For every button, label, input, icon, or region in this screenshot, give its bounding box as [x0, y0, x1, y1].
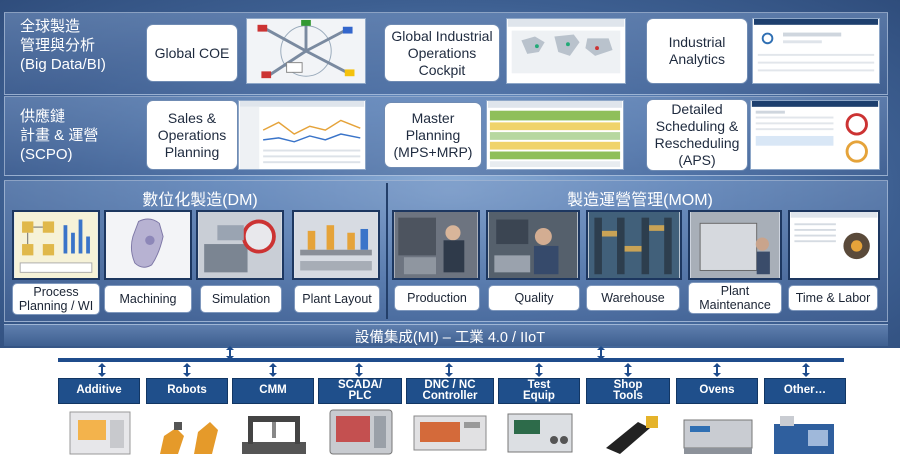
global-cockpit-label: Global Industrial Operations Cockpit [384, 24, 500, 82]
simulation-image [196, 210, 284, 280]
dm-header: 數位化製造(DM) [142, 192, 258, 209]
machining-label: Machining [104, 285, 192, 313]
master-planning-image [486, 100, 624, 170]
device-cmm: CMM [232, 378, 314, 404]
device-arrow-dnc [445, 363, 453, 377]
device-ovens: Ovens [676, 378, 758, 404]
plant-maintenance-image [688, 210, 782, 280]
scada-panel-image [324, 406, 398, 458]
nc-controller-image [410, 406, 490, 458]
sop-image [238, 100, 366, 170]
device-arrow-additive [98, 363, 106, 377]
quality-image [486, 210, 580, 280]
device-arrow-robots [183, 363, 191, 377]
time-labor-image [788, 210, 880, 280]
industrial-oven-image [680, 406, 756, 458]
device-arrow-ovens [713, 363, 721, 377]
plant-layout-image [292, 210, 380, 280]
device-additive: Additive [58, 378, 140, 404]
shop-tools-image [592, 406, 668, 458]
integration-bus [58, 358, 844, 362]
cmm-machine-image [236, 406, 312, 458]
test-equipment-image [502, 406, 578, 458]
device-arrow-test [535, 363, 543, 377]
global-coe-image [246, 18, 366, 84]
device-other: Other… [764, 378, 846, 404]
device-robots: Robots [146, 378, 228, 404]
device-arrow-cmm [269, 363, 277, 377]
aps-image [750, 100, 880, 170]
device-test-equip: Test Equip [498, 378, 580, 404]
simulation-label: Simulation [200, 285, 282, 313]
global-cockpit-image [506, 18, 626, 84]
bus-arrow-left [226, 346, 234, 360]
global-coe-label: Global COE [146, 24, 238, 82]
bus-arrow-right [597, 346, 605, 360]
time-labor-label: Time & Labor [788, 285, 878, 311]
aps-label: Detailed Scheduling & Rescheduling (APS) [646, 99, 748, 171]
production-label: Production [394, 285, 480, 311]
master-planning-label: Master Planning (MPS+MRP) [384, 102, 482, 168]
device-scada-plc: SCADA/ PLC [318, 378, 402, 404]
sop-label: Sales & Operations Planning [146, 100, 238, 170]
big-data-title: 全球製造 管理與分析 (Big Data/BI) [20, 18, 106, 73]
process-planning-label: Process Planning / WI [12, 283, 100, 315]
industrial-analytics-label: Industrial Analytics [646, 18, 748, 84]
device-arrow-scada [355, 363, 363, 377]
warehouse-label: Warehouse [586, 285, 680, 311]
device-arrow-shop-tools [624, 363, 632, 377]
scpo-title: 供應鏈 計畫 & 運營 (SCPO) [20, 108, 99, 163]
device-shop-tools: Shop Tools [586, 378, 670, 404]
industrial-analytics-image [752, 18, 880, 84]
device-dnc-nc-controller: DNC / NC Controller [406, 378, 494, 404]
quality-label: Quality [488, 285, 580, 311]
production-image [392, 210, 480, 280]
device-arrow-other [802, 363, 810, 377]
mom-header: 製造運營管理(MOM) [567, 192, 713, 209]
plant-layout-label: Plant Layout [294, 285, 380, 313]
other-equipment-image [768, 406, 844, 458]
mi-band [4, 324, 888, 346]
process-planning-image [12, 210, 100, 280]
dm-mom-divider [386, 183, 388, 319]
additive-printer-image [64, 406, 138, 458]
machining-image [104, 210, 192, 280]
industrial-robots-image [150, 406, 226, 458]
mi-label: 設備集成(MI) – 工業 4.0 / IIoT [354, 330, 546, 346]
warehouse-image [586, 210, 682, 280]
plant-maintenance-label: Plant Maintenance [688, 282, 782, 314]
